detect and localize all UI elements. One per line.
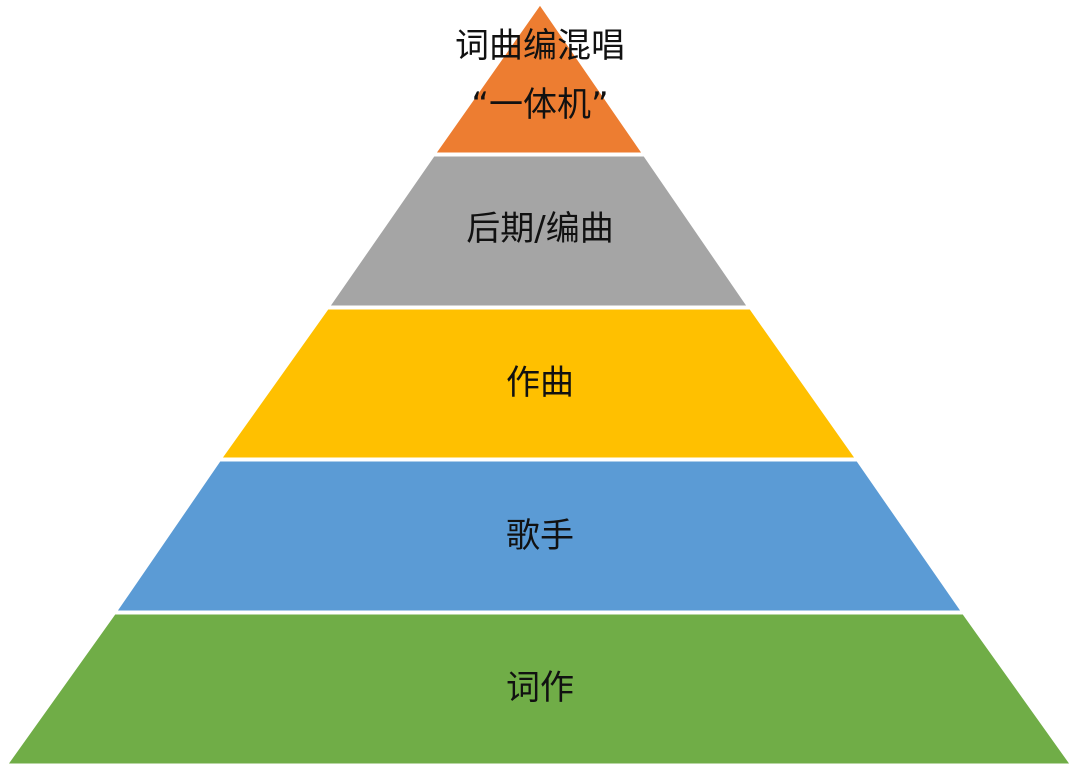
- tier-label-composer: 作曲: [506, 363, 574, 403]
- top-tier-label-line2: “一体机”: [471, 85, 609, 125]
- pyramid-tier-post-production: [329, 155, 748, 307]
- top-tier-label-line1: 词曲编混唱: [455, 26, 625, 66]
- tier-label-lyricist: 词作: [506, 668, 574, 708]
- pyramid-tier-top: [435, 4, 643, 154]
- pyramid-tier-singer: [116, 460, 962, 612]
- pyramid-tier-composer: [221, 308, 856, 459]
- pyramid-tier-lyricist: [7, 613, 1071, 765]
- tier-label-singer: 歌手: [506, 516, 574, 556]
- tier-label-post-production: 后期/编曲: [466, 209, 614, 249]
